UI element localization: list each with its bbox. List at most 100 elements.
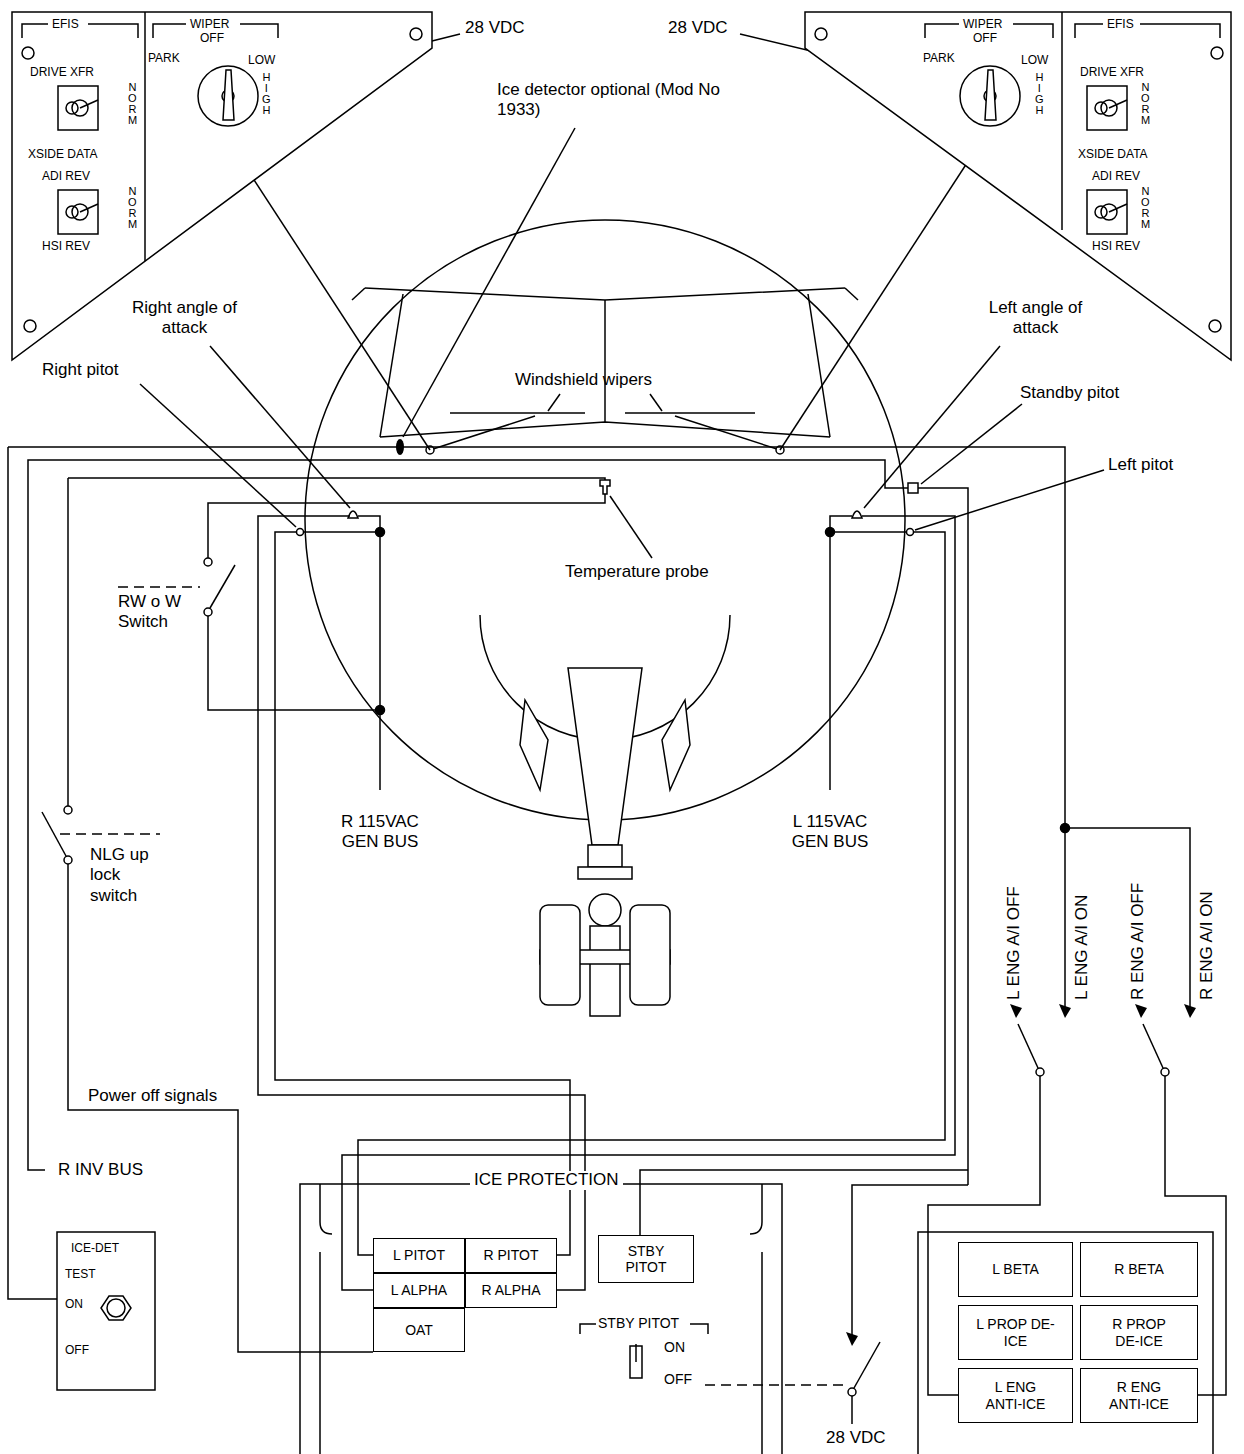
callout-label: L 115VAC GEN BUS: [780, 812, 880, 853]
annunciator-text: R ALPHA: [481, 1282, 540, 1298]
panel-detail: [1061, 12, 1063, 230]
panel-border: [300, 1184, 782, 1454]
knob-or-screw: [22, 47, 34, 59]
leader-line: [403, 128, 575, 437]
panel-detail: [22, 24, 48, 38]
switch-contact: [1184, 1004, 1196, 1018]
panel-legend: LOW: [248, 54, 275, 67]
panel-legend: EFIS: [1107, 18, 1134, 31]
temperature-probe-symbol: [600, 480, 610, 494]
engine-inlet: [662, 700, 690, 790]
callout-label: R 115VAC GEN BUS: [330, 812, 430, 853]
switch-blade: [210, 565, 235, 608]
switch-blade: [854, 1342, 880, 1388]
panel-legend: OFF: [664, 1372, 692, 1387]
windshield-frame: [352, 288, 365, 300]
wire: [208, 616, 380, 710]
panel-detail: [58, 190, 98, 234]
switch-terminal: [64, 806, 72, 814]
gear-collar: [588, 845, 622, 867]
panel-outline: [298, 1182, 784, 1454]
wire: [208, 494, 605, 558]
callout-label: 28 VDC: [826, 1428, 886, 1448]
knob-or-screw: [66, 102, 78, 114]
windshield-pillar: [380, 294, 403, 437]
indicator-box: L PITOT: [373, 1238, 465, 1273]
pitot-symbol: [297, 529, 304, 536]
panel-detail: [761, 1252, 763, 1454]
panel-legend: NORM: [128, 186, 137, 230]
annunciator-text: R PITOT: [484, 1247, 539, 1263]
nose-wheel: [630, 905, 670, 1005]
switch-terminal: [1036, 1068, 1044, 1076]
knob-or-screw: [1211, 47, 1223, 59]
windshield-frame: [365, 288, 845, 300]
panel-legend: ICE-DET: [71, 1242, 119, 1255]
switch-terminal: [204, 608, 212, 616]
panel-legend: EFIS: [52, 18, 79, 31]
callout-label: Power off signals: [88, 1086, 217, 1106]
junction-dot: [376, 528, 385, 537]
callout-label: 28 VDC: [668, 18, 728, 38]
nose-gear-strut: [568, 668, 642, 845]
panel-legend: NORM: [1141, 82, 1150, 126]
knob-or-screw: [1095, 206, 1107, 218]
aoa-vane-symbol: [348, 511, 358, 518]
panel-legend: WIPER: [190, 18, 229, 31]
callout-label: RW o W Switch: [118, 592, 183, 633]
panel-detail: [240, 24, 278, 38]
switch-actuator-link: [705, 1384, 845, 1386]
panel-detail: [320, 1184, 332, 1234]
switch-contact: [1135, 1004, 1147, 1018]
knob-or-screw: [107, 1299, 125, 1317]
panel-detail: [101, 1296, 131, 1320]
wire: [852, 1185, 968, 1338]
panel-detail: [635, 1344, 637, 1362]
wire: [342, 516, 955, 1290]
callout-label: L ENG A/I OFF: [1004, 886, 1024, 1000]
annunciator-text: OAT: [405, 1322, 433, 1338]
switch-actuator-link: [118, 586, 200, 588]
panel-legend: PARK: [923, 52, 955, 65]
leader-line: [548, 394, 560, 411]
callout-label: L ENG A/I ON: [1072, 895, 1092, 1000]
nose-wheel: [540, 905, 580, 1005]
annunciator-text: L PITOT: [393, 1247, 445, 1263]
callout-label: Right angle of attack: [122, 298, 247, 339]
gear-axle: [590, 926, 620, 1016]
panel-legend: OFF: [200, 32, 224, 45]
wire: [1065, 828, 1190, 1012]
callout-label: Ice detector optional (Mod No 1933): [497, 80, 727, 121]
panel-legend: HIGH: [1035, 72, 1044, 116]
wire: [67, 478, 69, 806]
panel-detail: [750, 1184, 762, 1234]
annunciator-text: L BETA: [992, 1261, 1039, 1277]
panel-legend: DRIVE XFR: [1080, 66, 1144, 79]
panel-legend: TEST: [65, 1268, 96, 1281]
aoa-vane-symbol: [852, 511, 862, 518]
callout-label: Temperature probe: [565, 562, 709, 582]
callout-label: Standby pitot: [1020, 383, 1119, 403]
panel-legend: OFF: [65, 1344, 89, 1357]
panel-legend: XSIDE DATA: [1078, 148, 1148, 161]
panel-detail: [1140, 24, 1220, 38]
wire: [829, 532, 831, 790]
indicator-box: R BETA: [1080, 1242, 1198, 1297]
panel-legend: PARK: [148, 52, 180, 65]
wire: [851, 1392, 853, 1424]
wire: [8, 447, 57, 1299]
switch-blade: [1143, 1024, 1163, 1068]
panel-legend: ICE PROTECTION: [470, 1171, 623, 1190]
knob-or-screw: [1209, 320, 1221, 332]
panel-legend: NORM: [1141, 186, 1150, 230]
panel-legend: ON: [65, 1298, 83, 1311]
panel-detail: [1087, 190, 1127, 234]
panel-detail: [690, 1324, 708, 1334]
panel-legend: ON: [664, 1340, 685, 1355]
wire: [640, 1170, 968, 1235]
switch-terminal: [1161, 1068, 1169, 1076]
indicator-box: L ENG ANTI-ICE: [958, 1368, 1073, 1423]
wiper-blade: [625, 412, 755, 414]
windshield-frame: [845, 288, 858, 300]
indicator-box: R ALPHA: [465, 1273, 557, 1308]
